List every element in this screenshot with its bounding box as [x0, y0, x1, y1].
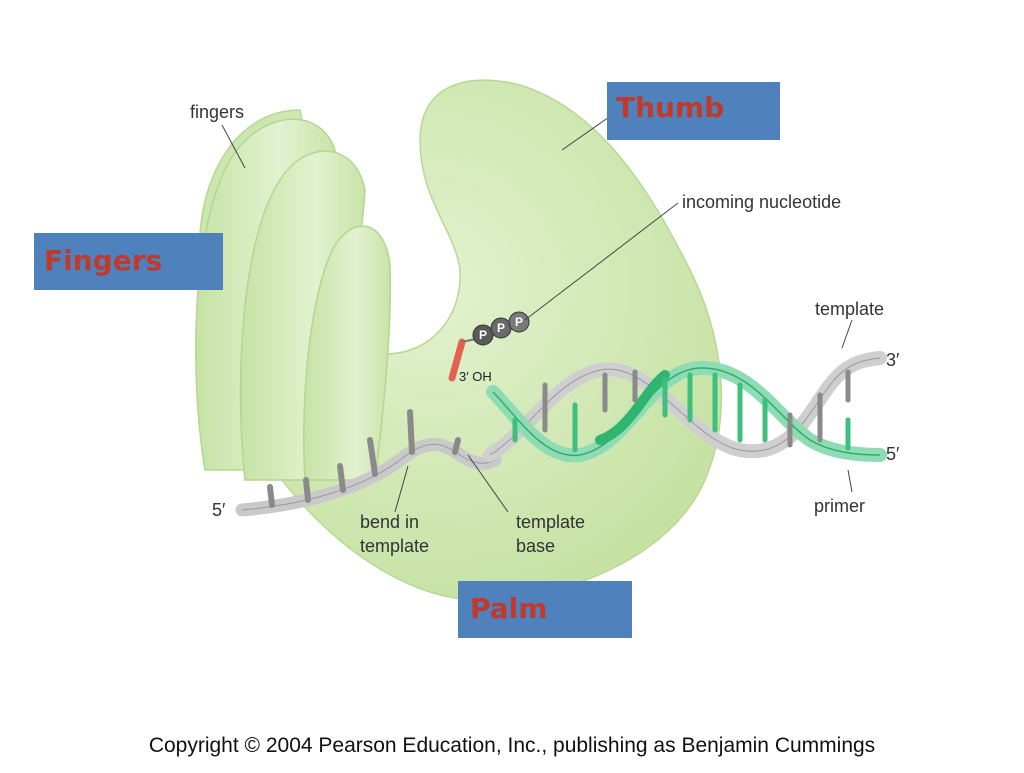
bend-in-template-label-line1: bend in: [360, 512, 419, 532]
primer-label: primer: [814, 496, 865, 516]
template-3prime-label: 3′: [886, 350, 900, 370]
fingers-region-label: Fingers: [44, 244, 163, 277]
palm-region-label: Palm: [470, 592, 548, 625]
incoming-nucleotide-label: incoming nucleotide: [682, 192, 841, 212]
phosphate-label-1: P: [479, 328, 487, 342]
fingers-box: [34, 233, 223, 290]
template-label: template: [815, 299, 884, 319]
palm-box: [458, 581, 632, 638]
template-base-label-line1: template: [516, 512, 585, 532]
phosphate-label-2: P: [497, 321, 505, 335]
fingers-label: fingers: [190, 102, 244, 122]
template-5prime-label: 5′: [212, 500, 226, 520]
template-base-label-line2: base: [516, 536, 555, 556]
three-oh-label: 3′ OH: [459, 369, 492, 384]
copyright-notice: Copyright © 2004 Pearson Education, Inc.…: [148, 734, 876, 757]
thumb-region-label: Thumb: [616, 91, 725, 124]
phosphate-3: [508, 311, 530, 333]
finger-lobe-inner: [303, 225, 392, 481]
thumb-box: [607, 82, 780, 140]
template-bases-single: [267, 409, 461, 508]
primer-5prime-label: 5′: [886, 444, 900, 464]
helix-base-pairs: [512, 369, 851, 453]
bend-in-template-label-line2: template: [360, 536, 429, 556]
incoming-nucleotide: P P P: [448, 311, 530, 382]
leader-lines: [221, 114, 853, 513]
phosphate-1: [472, 324, 494, 346]
phosphate-label-3: P: [515, 315, 523, 329]
